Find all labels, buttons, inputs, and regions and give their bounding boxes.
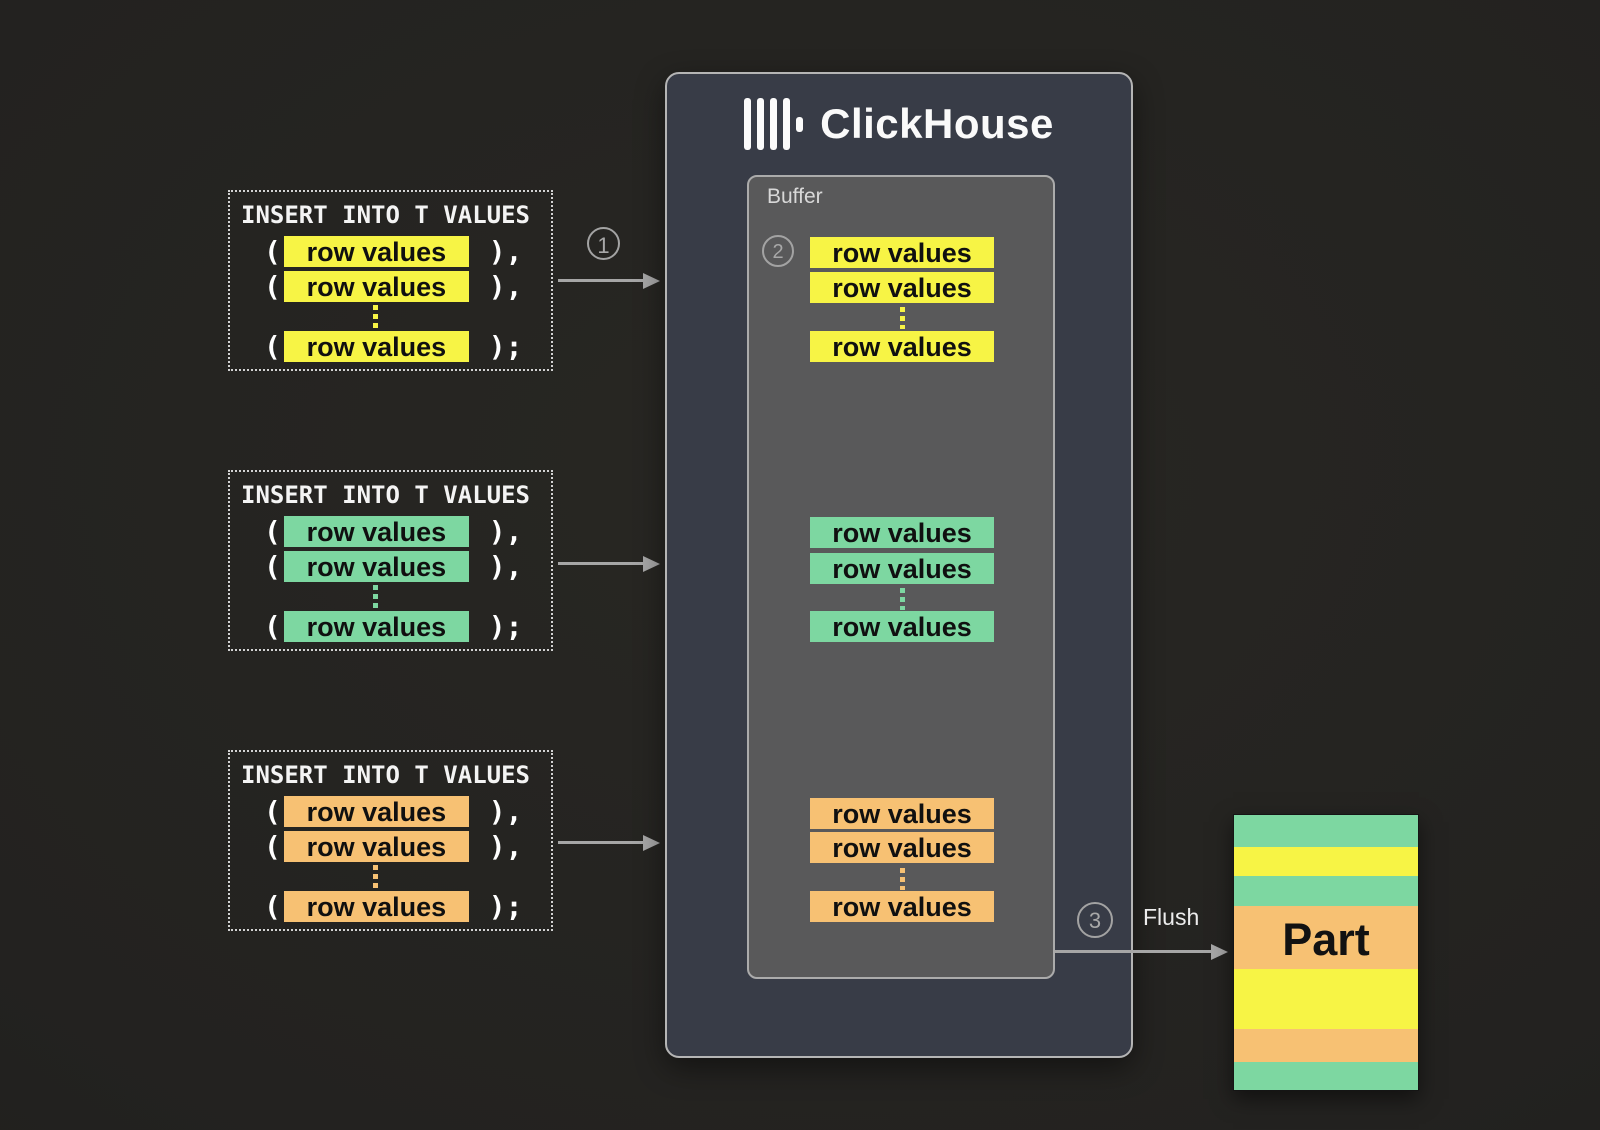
buffer-row: row values <box>810 331 994 362</box>
insert-arrow-1-head <box>643 273 660 289</box>
open-paren: ( <box>264 795 281 828</box>
buffer-box: Buffer 2 row values row values row value… <box>747 175 1055 979</box>
insert-row: ( row values ); <box>264 331 522 362</box>
ellipsis-dots <box>373 865 378 888</box>
open-paren: ( <box>264 330 281 363</box>
buffer-row: row values <box>810 517 994 548</box>
open-paren: ( <box>264 270 281 303</box>
insert-statement-box-2: INSERT INTO T VALUES ( row values ), ( r… <box>228 470 553 651</box>
open-paren: ( <box>264 550 281 583</box>
part-stripe-green <box>1234 815 1418 847</box>
insert-title: INSERT INTO T VALUES <box>241 481 530 509</box>
open-paren: ( <box>264 830 281 863</box>
open-paren: ( <box>264 515 281 548</box>
flush-label: Flush <box>1143 904 1200 930</box>
insert-arrow-1 <box>558 279 644 282</box>
clickhouse-server-box: ClickHouse Buffer 2 row values row value… <box>665 72 1133 1058</box>
open-paren: ( <box>264 235 281 268</box>
row-suffix: ), <box>471 550 523 583</box>
ellipsis-dots <box>900 868 905 890</box>
insert-row: ( row values ), <box>264 271 522 302</box>
insert-statement-box-1: INSERT INTO T VALUES ( row values ), ( r… <box>228 190 553 371</box>
insert-row: ( row values ); <box>264 891 522 922</box>
row-suffix: ), <box>471 235 523 268</box>
ellipsis-dots <box>373 585 378 608</box>
insert-row: ( row values ), <box>264 516 522 547</box>
row-values-chip: row values <box>283 891 469 922</box>
row-suffix: ), <box>471 830 523 863</box>
open-paren: ( <box>264 610 281 643</box>
insert-row: ( row values ); <box>264 611 522 642</box>
buffer-label: Buffer <box>767 185 823 208</box>
row-values-chip: row values <box>283 271 469 302</box>
part-stripe-orange <box>1234 906 1418 969</box>
buffer-row: row values <box>810 611 994 642</box>
row-suffix: ); <box>471 610 523 643</box>
clickhouse-header: ClickHouse <box>667 96 1131 152</box>
row-suffix: ), <box>471 795 523 828</box>
insert-statement-box-3: INSERT INTO T VALUES ( row values ), ( r… <box>228 750 553 931</box>
row-values-chip: row values <box>283 831 469 862</box>
clickhouse-logo-icon <box>744 98 804 150</box>
part-stripe-yellow <box>1234 969 1418 1029</box>
clickhouse-title: ClickHouse <box>820 100 1054 147</box>
step-2-marker: 2 <box>762 235 794 267</box>
buffer-row: row values <box>810 798 994 829</box>
ellipsis-dots <box>900 307 905 329</box>
insert-arrow-3 <box>558 841 644 844</box>
row-suffix: ); <box>471 890 523 923</box>
insert-row: ( row values ), <box>264 831 522 862</box>
insert-arrow-2 <box>558 562 644 565</box>
row-values-chip: row values <box>283 551 469 582</box>
insert-title: INSERT INTO T VALUES <box>241 201 530 229</box>
row-values-chip: row values <box>283 611 469 642</box>
part-stripe-green <box>1234 1062 1418 1090</box>
row-values-chip: row values <box>283 236 469 267</box>
part-stripe-yellow <box>1234 847 1418 876</box>
open-paren: ( <box>264 890 281 923</box>
row-suffix: ), <box>471 270 523 303</box>
buffer-row: row values <box>810 832 994 863</box>
ellipsis-dots <box>373 305 378 328</box>
row-values-chip: row values <box>283 516 469 547</box>
step-1-marker: 1 <box>587 227 620 260</box>
flush-arrow <box>1055 950 1212 953</box>
part-stripe-green <box>1234 876 1418 906</box>
row-suffix: ), <box>471 515 523 548</box>
row-values-chip: row values <box>283 331 469 362</box>
buffer-row: row values <box>810 272 994 303</box>
buffer-row: row values <box>810 553 994 584</box>
part-label: Part <box>1282 914 1370 965</box>
part-stripe-orange <box>1234 1029 1418 1062</box>
insert-title: INSERT INTO T VALUES <box>241 761 530 789</box>
row-values-chip: row values <box>283 796 469 827</box>
insert-arrow-2-head <box>643 556 660 572</box>
insert-row: ( row values ), <box>264 796 522 827</box>
insert-arrow-3-head <box>643 835 660 851</box>
row-suffix: ); <box>471 330 523 363</box>
insert-row: ( row values ), <box>264 236 522 267</box>
part-box: Part <box>1233 814 1419 1091</box>
buffer-row: row values <box>810 237 994 268</box>
flush-arrow-head <box>1211 944 1228 960</box>
buffer-row: row values <box>810 891 994 922</box>
insert-row: ( row values ), <box>264 551 522 582</box>
step-3-marker: 3 <box>1077 902 1113 938</box>
ellipsis-dots <box>900 588 905 610</box>
